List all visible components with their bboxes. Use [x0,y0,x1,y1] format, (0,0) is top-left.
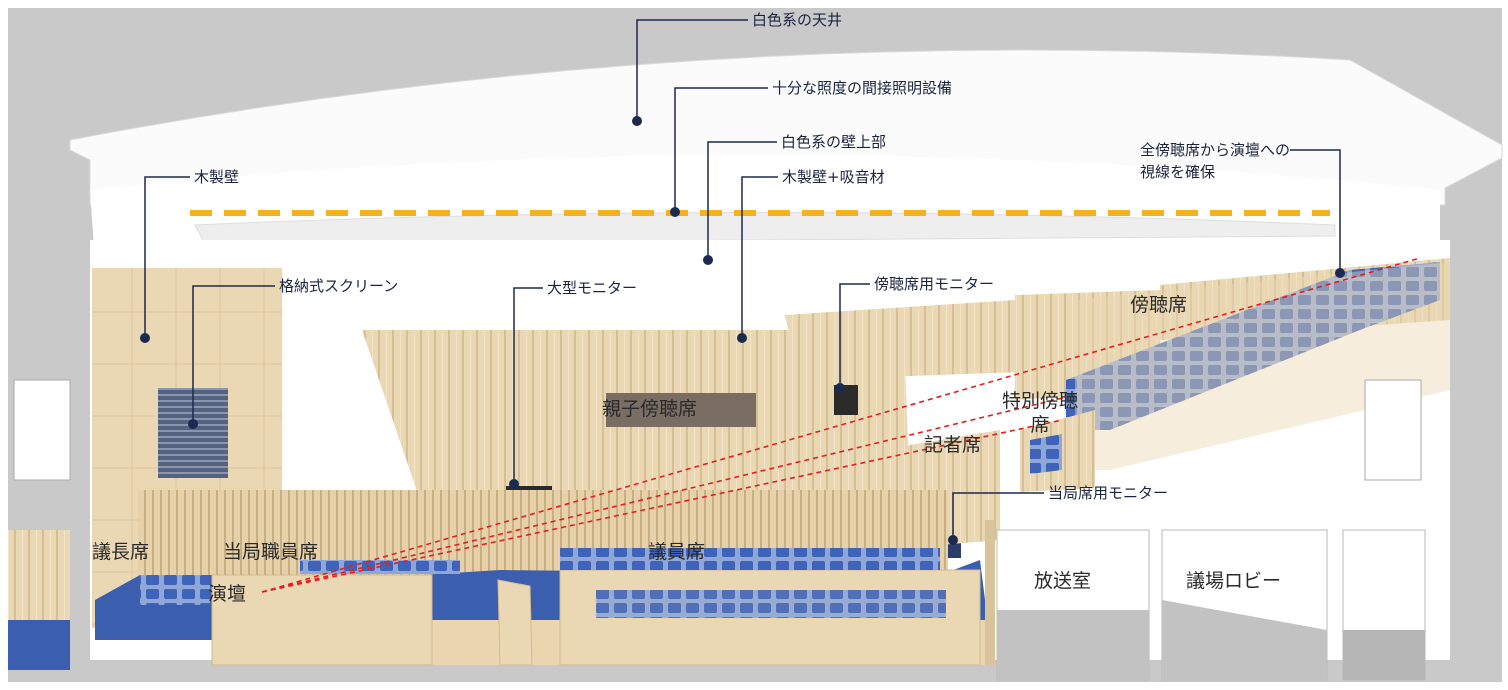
sightline-lower [261,419,1063,593]
dot-large-monitor [509,479,519,489]
zone-member-seats: 議員席 [648,541,706,563]
zone-special-gallery: 特別傍聴席 [1001,390,1078,436]
dot-officials-monitor [948,535,958,545]
dot-sightline [1335,268,1345,278]
sightline-top [261,257,1421,593]
dot-gallery-monitor [835,383,845,393]
zone-gallery: 傍聴席 [1130,294,1188,316]
left-room-floor [8,620,70,670]
dot-upper-wall [703,255,713,265]
callout-gallery-monitor: 傍聴席用モニター [874,275,995,293]
zone-officials-seats: 当局職員席 [223,541,319,563]
leader-gallery-monitor [839,283,870,388]
door-frame [985,520,995,665]
leader-officials-monitor [952,492,1044,540]
leader-wood-wall [144,176,190,338]
leader-lines [144,19,1341,540]
zone-family-gallery: 親子傍聴席 [602,398,698,420]
leader-lighting [674,87,768,212]
leader-upper-wall [707,141,777,260]
officials-desks [211,574,433,666]
callout-wood-absorb-wall: 木製壁+吸音材 [782,168,885,186]
lobby-floor [1162,600,1327,680]
member-seats [560,548,940,570]
callout-large-monitor: 大型モニター [547,279,638,297]
zone-press-seats: 記者席 [924,434,982,456]
broadcast-floor [997,610,1149,680]
sightline-middle [261,394,1076,593]
zone-podium: 演壇 [208,583,247,605]
callout-upper-wall: 白色系の壁上部 [781,133,887,151]
callout-sightline: 全傍聴席から演壇への視線を確保 [1140,141,1291,181]
leader-wood-absorb [741,176,778,338]
callout-officials-monitor: 当局席用モニター [1048,484,1169,502]
leader-sightline [1290,149,1341,273]
leader-dots [140,116,1345,545]
chair-seat [140,575,210,605]
zone-lobby: 議場ロビー [1186,570,1282,592]
family-gallery-box [606,393,756,427]
speaker-desk [497,579,533,666]
leader-large-monitor [513,287,543,484]
zone-broadcast-room: 放送室 [1034,570,1092,592]
gallery-seats [1066,262,1440,430]
right-side-window [1364,379,1422,481]
right-room-floor [1343,630,1425,680]
dot-screen [188,419,198,429]
callout-wood-wall: 木製壁 [194,168,240,186]
dot-wood-wall [140,333,150,343]
callout-indirect-lighting: 十分な照度の間接照明設備 [772,79,953,97]
special-gallery-seats [1030,434,1062,474]
zone-chair-seat: 議長席 [92,541,150,563]
leader-ceiling [636,19,748,121]
left-side-window [13,379,71,481]
callout-ceiling: 白色系の天井 [752,11,843,29]
gallery-wall [785,300,1020,380]
member-seats-front [596,590,946,618]
dot-wood-absorb [737,333,747,343]
dot-ceiling [632,116,642,126]
gallery-tier-floor [1075,262,1450,470]
callout-screen: 格納式スクリーン [279,277,399,295]
leader-screen [192,285,275,424]
dot-lighting [670,207,680,217]
